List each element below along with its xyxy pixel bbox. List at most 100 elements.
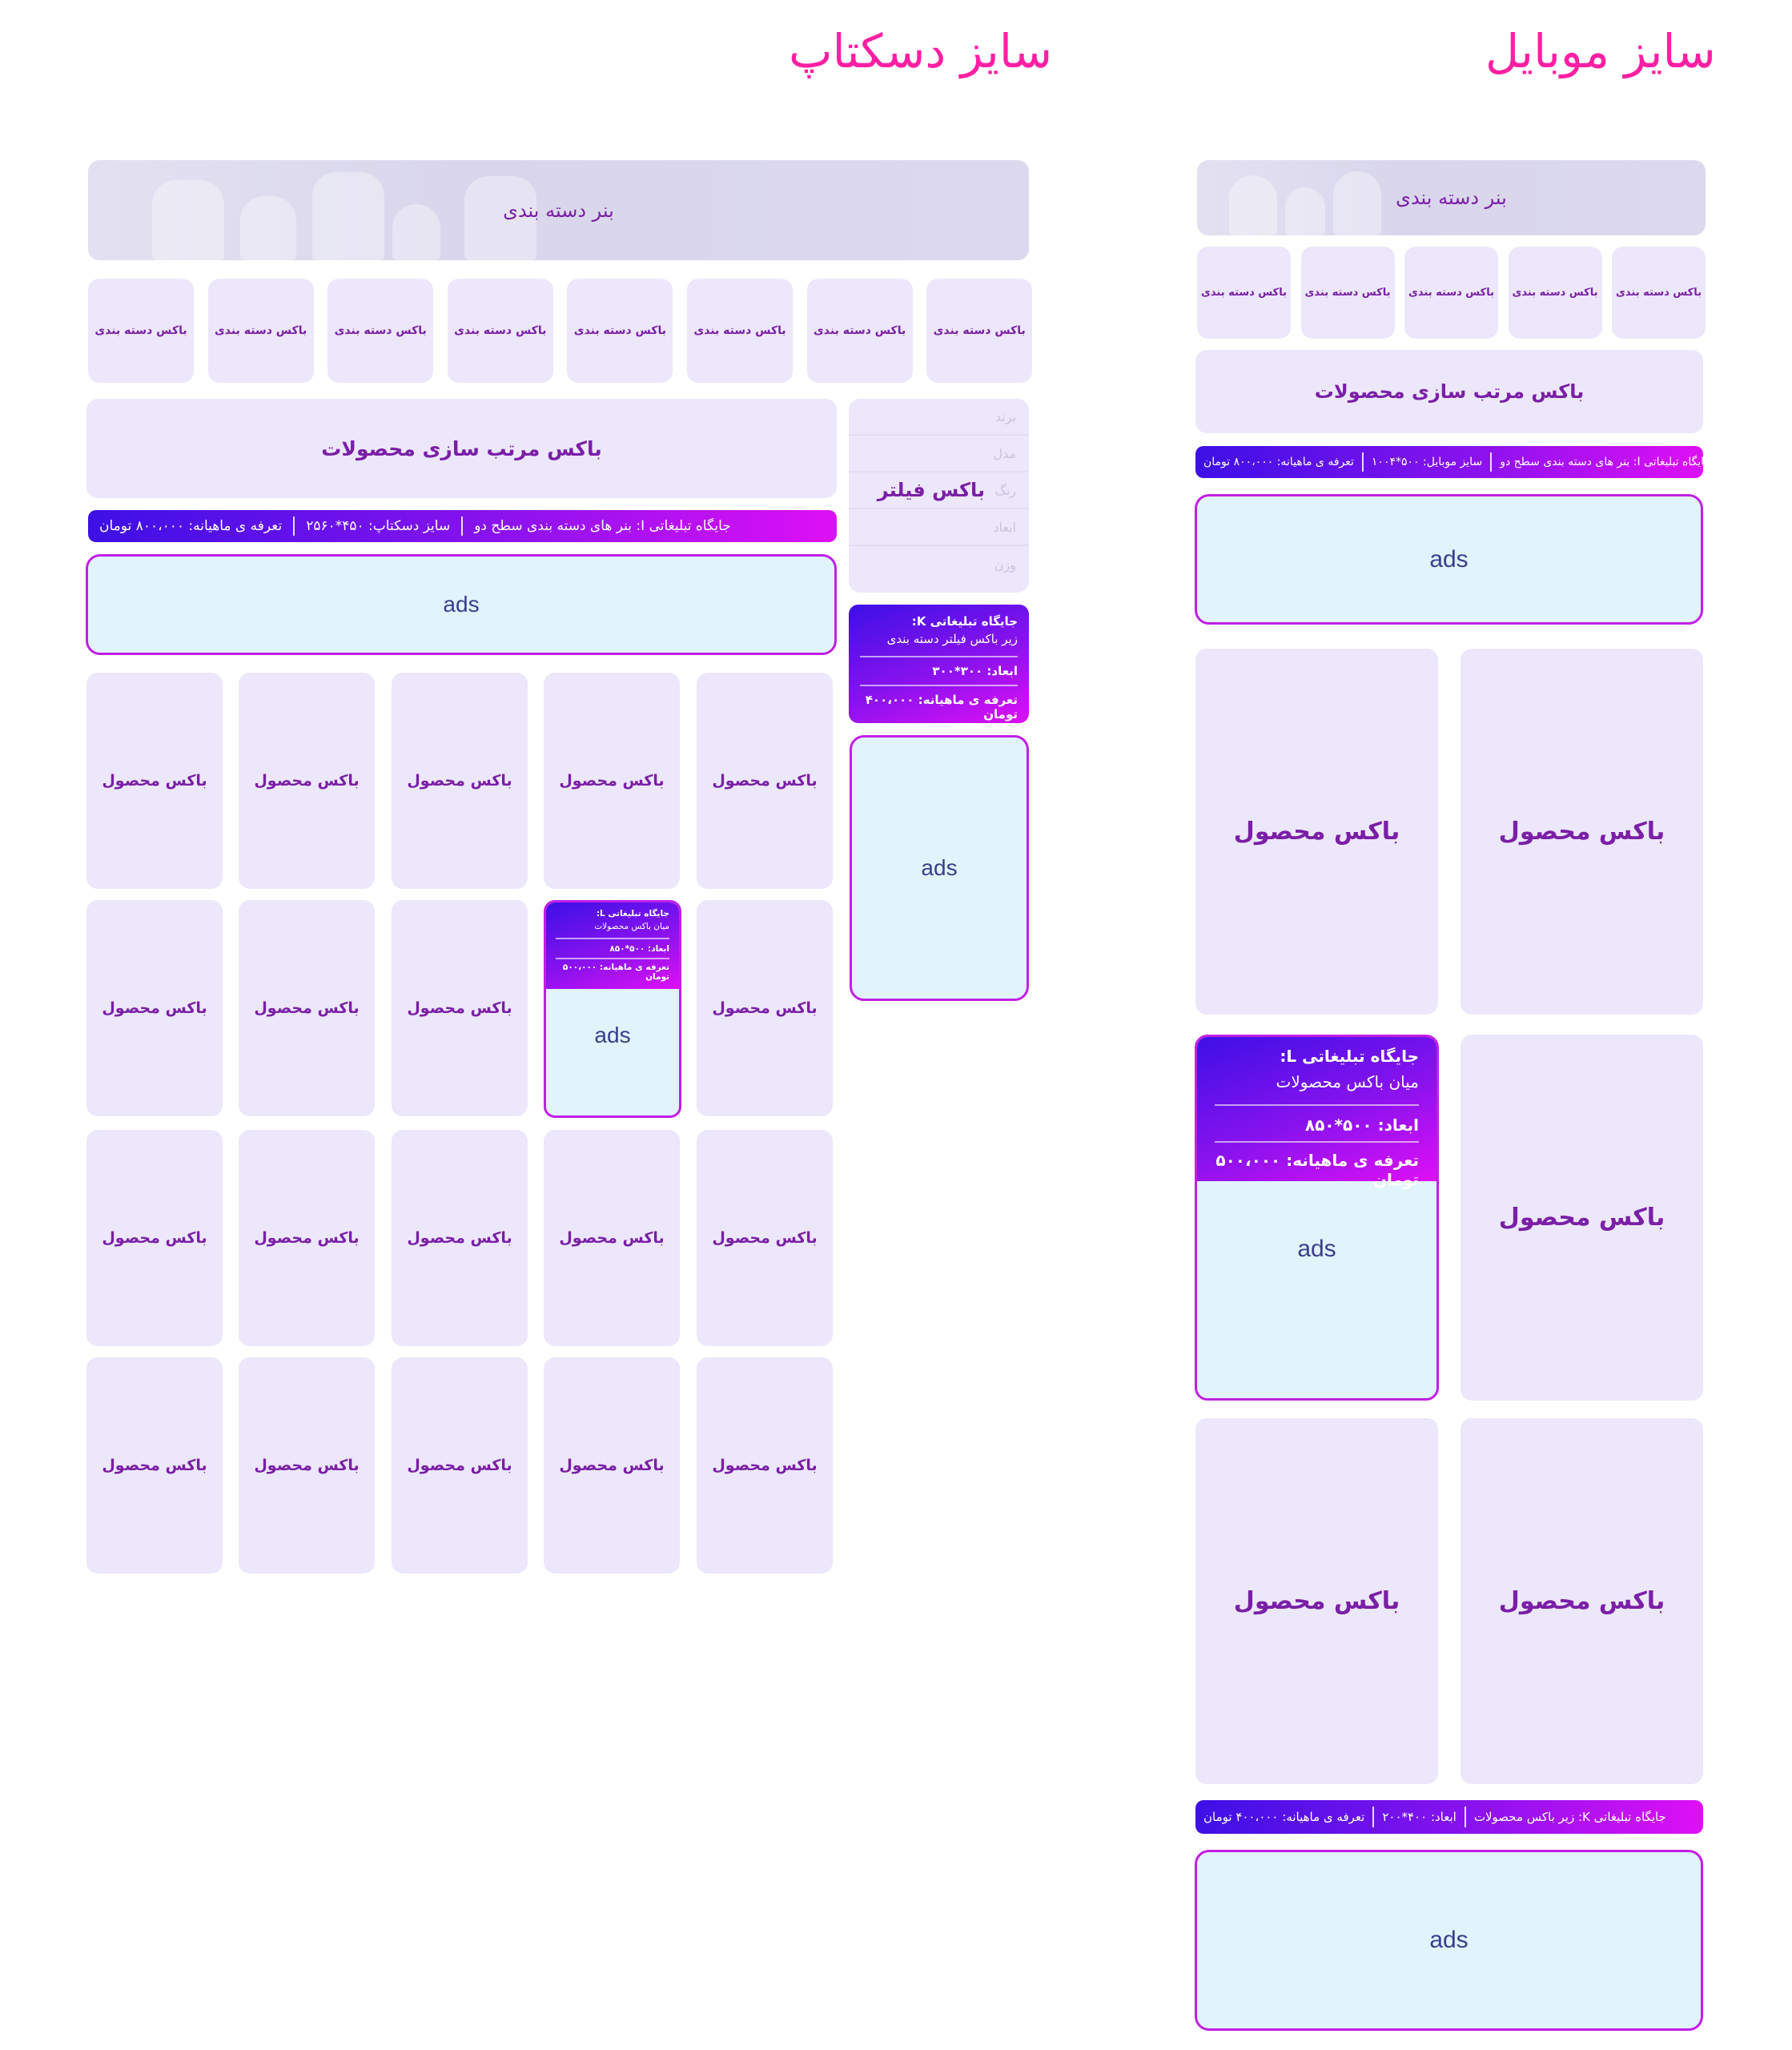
mobile-ad-k-label: ads: [1429, 1927, 1469, 1953]
desktop-ad-k-slot[interactable]: ads: [850, 735, 1029, 1001]
desktop-product-box-label: باکس محصول: [102, 1457, 207, 1474]
mobile-ad-l-price: تعرفه ی ماهیانه: ۵۰۰،۰۰۰ تومان: [1215, 1151, 1419, 1189]
desktop-product-box-label: باکس محصول: [407, 1229, 512, 1247]
desktop-category-box[interactable]: باکس دسته بندی: [687, 279, 793, 383]
desktop-ad-k-line1: جایگاه تبلیغاتی K:: [911, 614, 1018, 629]
desktop-product-box-label: باکس محصول: [712, 1229, 818, 1247]
desktop-category-banner: بنر دسته بندی: [88, 160, 1029, 260]
desktop-banner-label: بنر دسته بندی: [503, 199, 614, 222]
mobile-sort-box[interactable]: باکس مرتب سازی محصولات: [1195, 350, 1703, 433]
desktop-product-box[interactable]: باکس محصول: [239, 900, 375, 1116]
desktop-ad-l-line1: جایگاه تبلیغاتی L:: [596, 909, 669, 918]
mobile-category-box[interactable]: باکس دسته بندی: [1300, 247, 1395, 339]
mobile-category-box-label: باکس دسته بندی: [1201, 287, 1288, 299]
desktop-ad-i-slot[interactable]: ads: [86, 554, 837, 655]
desktop-product-box-label: باکس محصول: [559, 1457, 665, 1474]
desktop-ad-l-slot[interactable]: جایگاه تبلیغاتی L: میان باکس محصولات ابع…: [544, 900, 681, 1118]
mobile-ad-i-label: ads: [1429, 545, 1469, 573]
desktop-ad-i-price: تعرفه ی ماهیانه: ۸۰۰،۰۰۰ تومان: [88, 517, 295, 536]
filter-row-color[interactable]: رنگ: [849, 472, 1029, 509]
mobile-ad-i-slot[interactable]: ads: [1195, 494, 1703, 625]
desktop-category-box-label: باکس دسته بندی: [334, 324, 427, 337]
desktop-product-box[interactable]: باکس محصول: [239, 1357, 375, 1574]
desktop-product-box-label: باکس محصول: [407, 772, 512, 790]
desktop-product-box-label: باکس محصول: [254, 999, 360, 1017]
mobile-product-box-label: باکس محصول: [1498, 818, 1665, 846]
mobile-product-box[interactable]: باکس محصول: [1195, 649, 1438, 1015]
desktop-category-box[interactable]: باکس دسته بندی: [806, 279, 913, 383]
desktop-product-box-label: باکس محصول: [712, 772, 818, 790]
desktop-product-box-label: باکس محصول: [102, 1229, 207, 1247]
mobile-category-box[interactable]: باکس دسته بندی: [1404, 247, 1498, 339]
mobile-ad-bar-i: جایگاه تبلیغاتی I: بنر های دسته بندی سطح…: [1195, 446, 1711, 478]
desktop-product-box[interactable]: باکس محصول: [239, 1130, 375, 1346]
filter-row-brand[interactable]: برند: [849, 399, 1029, 436]
desktop-product-box-label: باکس محصول: [407, 1457, 512, 1474]
mobile-product-box[interactable]: باکس محصول: [1461, 1418, 1703, 1784]
desktop-product-box[interactable]: باکس محصول: [86, 673, 223, 889]
mobile-title: سایز موبایل: [1485, 24, 1716, 78]
mobile-ad-l-label: ads: [1297, 1236, 1336, 1262]
desktop-ad-l-line2: میان باکس محصولات: [594, 922, 669, 931]
desktop-category-box-label: باکس دسته بندی: [813, 324, 906, 337]
desktop-product-box[interactable]: باکس محصول: [697, 900, 833, 1116]
desktop-product-box[interactable]: باکس محصول: [239, 673, 375, 889]
desktop-product-box[interactable]: باکس محصول: [544, 1357, 680, 1574]
desktop-product-box-label: باکس محصول: [407, 999, 512, 1017]
filter-row-weight[interactable]: وزن: [994, 557, 1016, 573]
desktop-product-box[interactable]: باکس محصول: [392, 1357, 528, 1574]
desktop-ad-k-info: جایگاه تبلیغاتی K: زیر باکس فیلتر دسته ب…: [849, 605, 1029, 723]
mobile-ad-l-info: جایگاه تبلیغاتی L: میان باکس محصولات ابع…: [1197, 1037, 1436, 1189]
desktop-product-box[interactable]: باکس محصول: [697, 673, 833, 889]
mobile-ad-k-slot[interactable]: ads: [1195, 1850, 1703, 2031]
desktop-product-box[interactable]: باکس محصول: [544, 1130, 680, 1346]
desktop-category-box[interactable]: باکس دسته بندی: [207, 279, 314, 383]
desktop-filter-box[interactable]: برند مدل رنگ ابعاد وزن باکس فیلتر: [849, 399, 1029, 593]
desktop-ad-k-line2: زیر باکس فیلتر دسته بندی: [886, 632, 1018, 646]
desktop-product-box-label: باکس محصول: [254, 1229, 360, 1247]
mobile-category-box[interactable]: باکس دسته بندی: [1508, 247, 1602, 339]
desktop-ad-l-info: جایگاه تبلیغاتی L: میان باکس محصولات ابع…: [546, 902, 679, 989]
desktop-category-box[interactable]: باکس دسته بندی: [88, 279, 194, 383]
desktop-category-box-label: باکس دسته بندی: [933, 324, 1026, 337]
desktop-ad-k-price: تعرفه ی ماهیانه: ۴۰۰،۰۰۰ تومان: [865, 693, 1018, 722]
mobile-category-box[interactable]: باکس دسته بندی: [1197, 247, 1291, 339]
filter-row-model[interactable]: مدل: [849, 436, 1029, 472]
desktop-product-box[interactable]: باکس محصول: [86, 1130, 223, 1346]
desktop-ad-i-size: سایز دسکتاپ: ۴۵۰*۲۵۶۰: [295, 517, 464, 536]
desktop-category-box[interactable]: باکس دسته بندی: [926, 279, 1033, 383]
desktop-category-box-label: باکس دسته بندی: [693, 324, 786, 337]
desktop-category-box[interactable]: باکس دسته بندی: [447, 279, 553, 383]
desktop-title: سایز دسکتاپ: [789, 24, 1053, 78]
mobile-product-box[interactable]: باکس محصول: [1461, 649, 1703, 1015]
filter-row-dimensions[interactable]: ابعاد: [849, 509, 1029, 546]
desktop-product-box[interactable]: باکس محصول: [392, 1130, 528, 1346]
mobile-product-box[interactable]: باکس محصول: [1195, 1418, 1438, 1784]
desktop-ad-bar-i: جایگاه تبلیغاتی I: بنر های دسته بندی سطح…: [88, 510, 837, 542]
desktop-product-box[interactable]: باکس محصول: [697, 1357, 833, 1574]
mobile-ad-i-position: جایگاه تبلیغاتی I: بنر های دسته بندی سطح…: [1500, 456, 1712, 468]
mobile-product-box-label: باکس محصول: [1498, 1204, 1665, 1232]
mobile-ad-i-size: سایز موبایل: ۵۰۰*۱۰۰۴: [1364, 452, 1493, 472]
mobile-ad-k-position: جایگاه تبلیغاتی K: زیر باکس محصولات: [1473, 1810, 1666, 1824]
desktop-product-box[interactable]: باکس محصول: [392, 900, 528, 1116]
mobile-banner-label: بنر دسته بندی: [1396, 187, 1507, 209]
desktop-ad-l-dims: ابعاد: ۵۰۰*۸۵۰: [609, 944, 669, 954]
mobile-ad-l-slot[interactable]: جایگاه تبلیغاتی L: میان باکس محصولات ابع…: [1195, 1035, 1439, 1401]
desktop-ad-k-label: ads: [921, 855, 958, 880]
desktop-product-box[interactable]: باکس محصول: [544, 673, 680, 889]
mobile-category-box-label: باکس دسته بندی: [1616, 287, 1702, 299]
mobile-ad-l-line2: میان باکس محصولات: [1276, 1072, 1419, 1091]
desktop-product-box[interactable]: باکس محصول: [392, 673, 528, 889]
desktop-category-box[interactable]: باکس دسته بندی: [327, 279, 434, 383]
filter-title: باکس فیلتر: [877, 479, 985, 501]
desktop-product-box[interactable]: باکس محصول: [697, 1130, 833, 1346]
mobile-product-box[interactable]: باکس محصول: [1461, 1035, 1703, 1401]
desktop-category-box-label: باکس دسته بندی: [573, 324, 667, 337]
desktop-sort-box[interactable]: باکس مرتب سازی محصولات: [86, 399, 837, 498]
mobile-ad-l-line1: جایگاه تبلیغاتی L:: [1280, 1047, 1419, 1066]
desktop-product-box[interactable]: باکس محصول: [86, 1357, 223, 1574]
mobile-category-box[interactable]: باکس دسته بندی: [1612, 247, 1706, 339]
desktop-product-box[interactable]: باکس محصول: [86, 900, 223, 1116]
desktop-category-box[interactable]: باکس دسته بندی: [567, 279, 673, 383]
